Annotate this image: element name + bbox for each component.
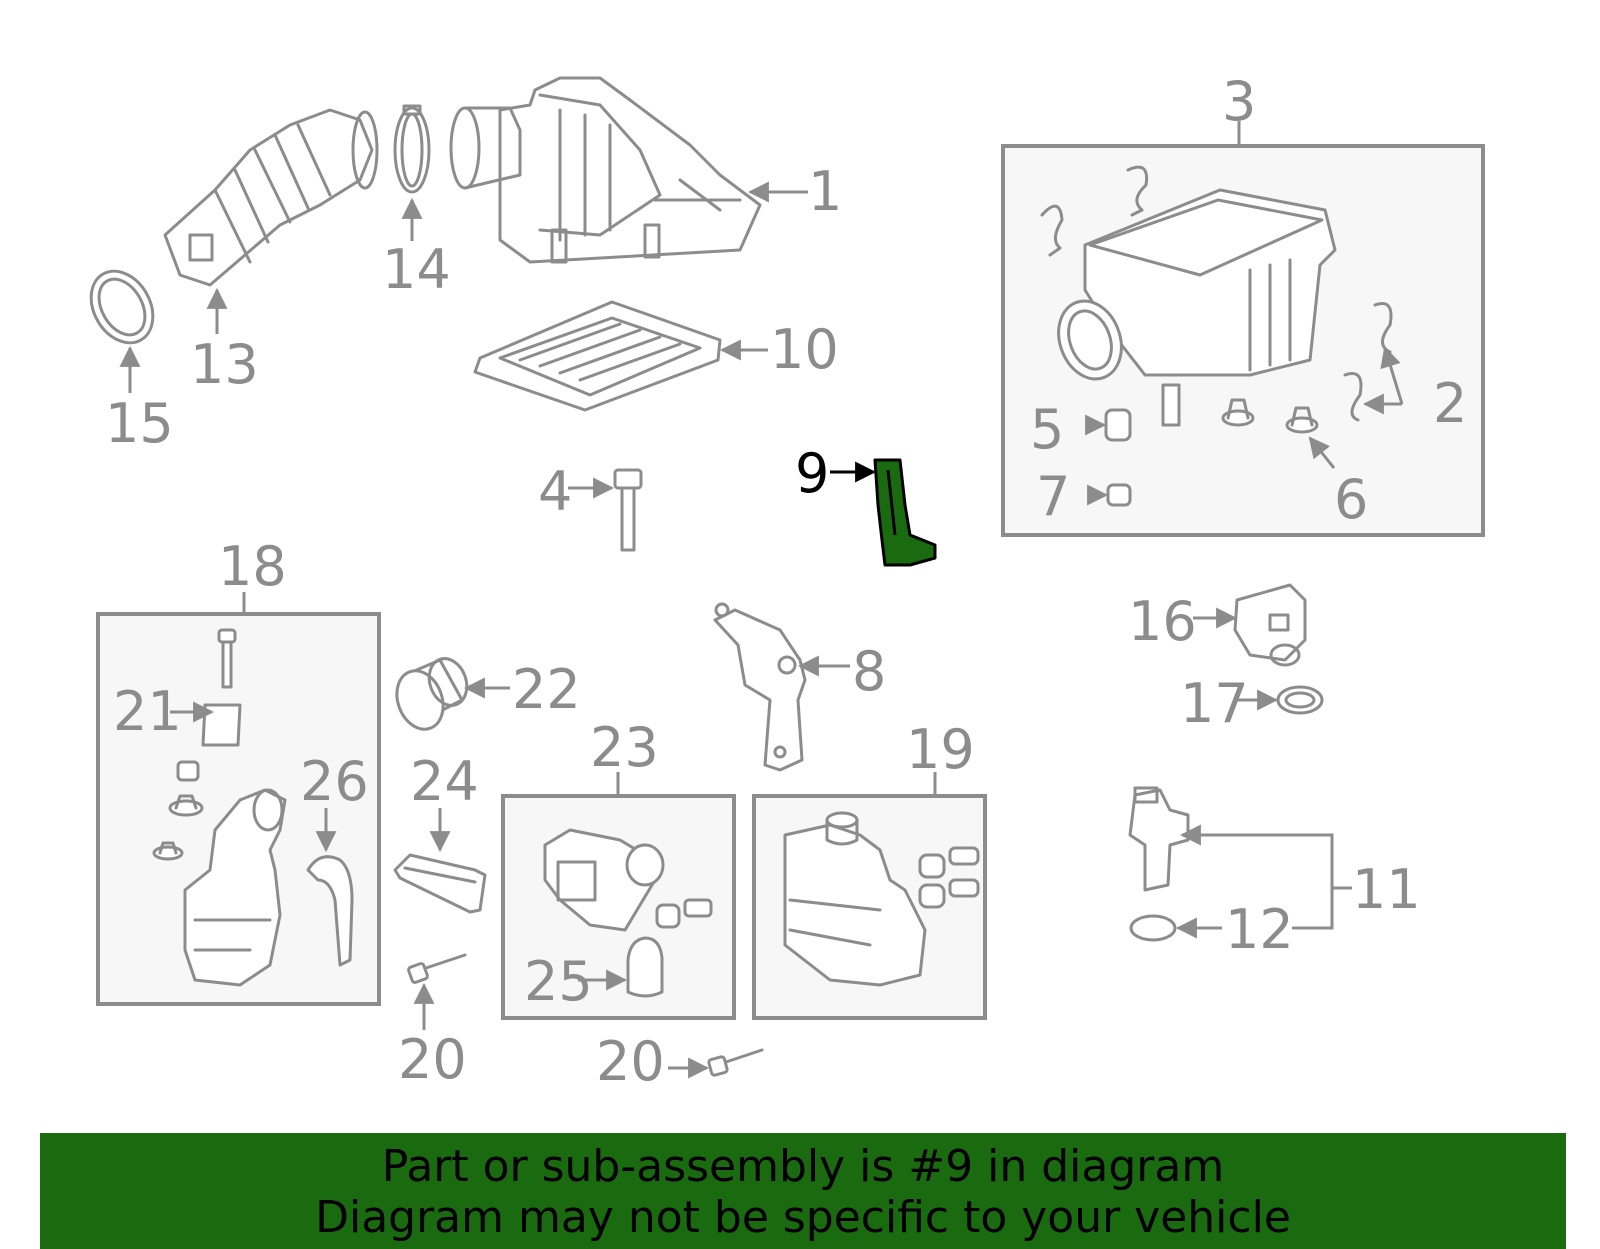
part-20-bolt-left [407, 953, 467, 984]
label-13: 13 [190, 333, 259, 396]
part-19-assembly [783, 811, 980, 987]
label-24: 24 [410, 750, 479, 813]
part-9-bracket-highlighted [873, 458, 937, 567]
part-1-air-cleaner-cover [449, 76, 762, 264]
part-23-assembly [543, 828, 713, 998]
label-20-bottom: 20 [596, 1030, 665, 1093]
label-2: 2 [1433, 372, 1467, 435]
label-10: 10 [770, 318, 839, 381]
label-11: 11 [1352, 858, 1421, 921]
label-17: 17 [1180, 672, 1249, 735]
label-15: 15 [105, 392, 174, 455]
label-12: 12 [1225, 898, 1294, 961]
label-16: 16 [1128, 590, 1197, 653]
part-8-bracket [713, 602, 807, 772]
part-13-intake-duct [163, 108, 379, 287]
banner-line-1: Part or sub-assembly is #9 in diagram [381, 1141, 1225, 1192]
part-14-clamp [393, 104, 431, 194]
part-17-clamp [1276, 685, 1324, 715]
part-12-o-ring [1129, 914, 1177, 942]
part-16-sensor-housing [1233, 583, 1307, 667]
label-21: 21 [113, 680, 182, 743]
info-banner: Part or sub-assembly is #9 in diagram Di… [40, 1133, 1566, 1249]
part-26-hose [306, 855, 354, 967]
label-26: 26 [300, 750, 369, 813]
part-15-clamp [89, 269, 155, 345]
label-3: 3 [1222, 70, 1256, 133]
part-22-cylinder [395, 657, 469, 731]
part-20-bolt-bottom [707, 1048, 764, 1077]
part-24-duct [393, 853, 487, 914]
label-23: 23 [590, 716, 659, 779]
part-18-assembly [152, 628, 287, 987]
label-6: 6 [1334, 468, 1368, 531]
label-7: 7 [1036, 465, 1070, 528]
part-10-air-filter [473, 300, 722, 412]
label-22: 22 [512, 658, 581, 721]
label-9: 9 [795, 442, 829, 505]
banner-line-2: Diagram may not be specific to your vehi… [315, 1192, 1291, 1243]
label-1: 1 [808, 160, 842, 223]
label-19: 19 [906, 718, 975, 781]
label-18: 18 [218, 535, 287, 598]
part-4-bolt [613, 468, 643, 552]
label-20-left: 20 [398, 1028, 467, 1091]
part-3-lower-housing [1040, 165, 1404, 507]
label-25: 25 [524, 950, 593, 1013]
label-4: 4 [538, 460, 572, 523]
label-5: 5 [1030, 398, 1064, 461]
part-11-sensor [1128, 786, 1190, 892]
label-8: 8 [852, 640, 886, 703]
label-14: 14 [382, 238, 451, 301]
